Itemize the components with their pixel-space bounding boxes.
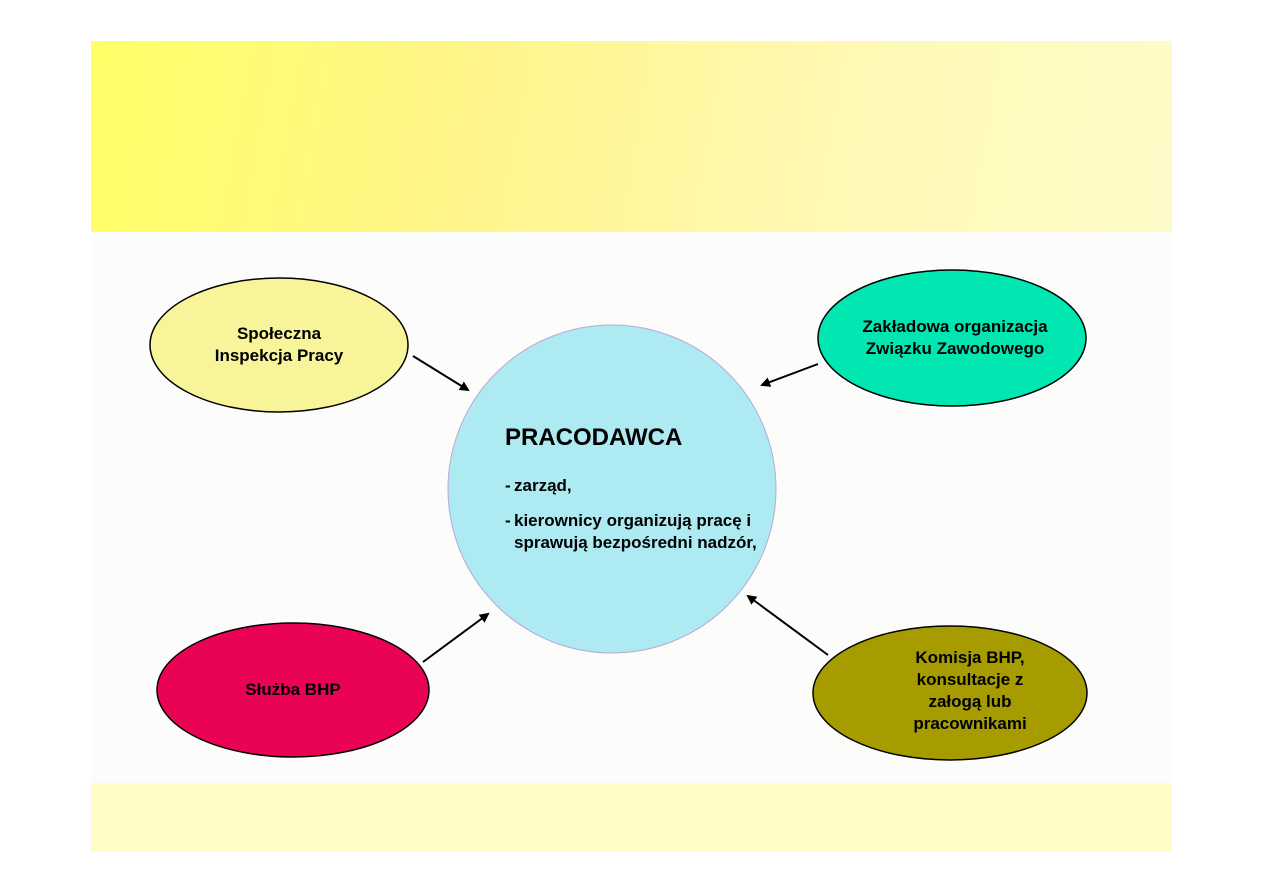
bullet-dash: - [505,511,511,530]
node-line: Związku Zawodowego [865,339,1045,358]
center-item-text: kierownicy organizują pracę i sprawują b… [514,511,757,552]
node-ellipse-bottom-left [156,622,430,758]
node-label-top-right: Zakładowa organizacja Związku Zawodowego [820,298,1090,378]
center-list-item: - zarząd, [505,475,775,497]
center-item-text: zarząd, [514,476,572,495]
arrow-top-right [760,363,819,387]
node-line: konsultacje z [916,670,1024,689]
node-label-bottom-left: Służba BHP [157,650,429,730]
node-label-top-left: Społeczna Inspekcja Pracy [159,305,399,385]
node-line: pracownikami [913,714,1027,733]
center-title: PRACODAWCA [505,424,683,451]
node-line: Inspekcja Pracy [214,346,344,365]
node-ellipse-bottom-right [812,625,1088,761]
node-line: Społeczna [236,324,322,343]
header-band [91,41,1172,232]
node-line: Komisja BHP, [915,648,1025,667]
center-circle [447,324,777,654]
arrow-bottom-right [746,594,829,656]
node-line: Służba BHP [245,680,341,699]
center-label: PRACODAWCA - zarząd, - kierownicy organi… [505,423,775,567]
node-label-bottom-right: Komisja BHP, konsultacje z załogą lub pr… [840,636,1100,746]
bullet-dash: - [505,476,511,495]
arrow-bottom-left [422,612,490,663]
node-line: Zakładowa organizacja [862,317,1048,336]
node-ellipse-top-right [817,269,1087,407]
center-list: - zarząd, - kierownicy organizują pracę … [505,475,775,554]
node-ellipse-top-left [149,277,409,413]
arrow-top-left [412,355,470,392]
node-line: załogą lub [928,692,1012,711]
center-list-item: - kierownicy organizują pracę i sprawują… [505,510,759,554]
footer-band [91,783,1172,852]
